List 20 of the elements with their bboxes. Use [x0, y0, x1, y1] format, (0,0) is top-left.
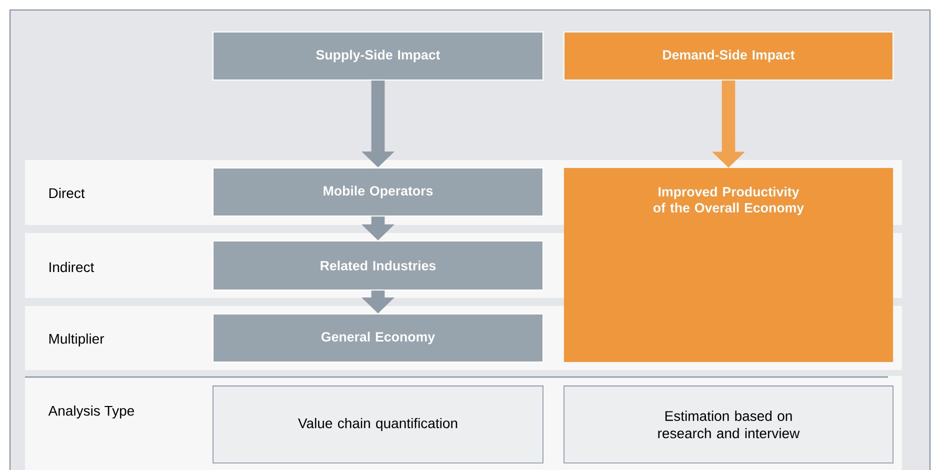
analysis-box: [564, 386, 894, 464]
node-label: Value chain quantification: [298, 418, 458, 432]
process-box: [563, 31, 894, 81]
process-box: [212, 167, 544, 217]
row-label: Indirect: [50, 262, 94, 272]
row-label: Direct: [49, 188, 85, 198]
process-box: [212, 313, 544, 363]
node-label: Mobile Operators: [324, 186, 433, 198]
row-label: Multiplier: [49, 333, 104, 347]
analysis-box: [212, 386, 544, 464]
process-box: [212, 240, 544, 291]
node-label: General Economy: [321, 332, 435, 344]
node-label: Improved Productivity of the Overall Economy: [653, 186, 804, 216]
node-label: Supply-Side Impact: [316, 50, 440, 62]
process-box: [564, 168, 894, 362]
node-label: Estimation based on research and interview: [658, 410, 800, 438]
process-box: [212, 31, 544, 81]
node-label: Demand-Side Impact: [663, 50, 795, 62]
node-label: Related Industries: [320, 260, 436, 270]
row-label: Analysis Type: [48, 405, 134, 419]
